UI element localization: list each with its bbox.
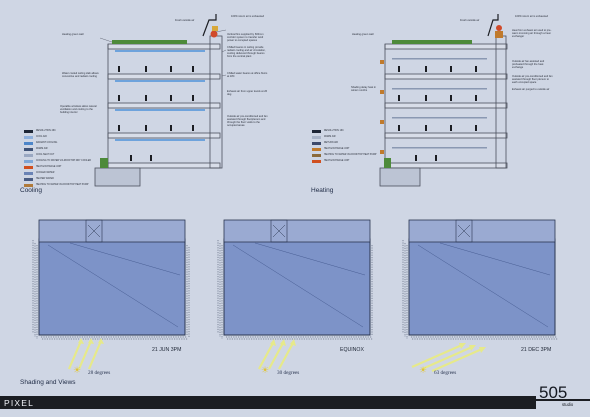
legend-swatch [24, 129, 33, 133]
legend-item: RETURN AIR [312, 140, 382, 146]
legend-label: HEATING TO WATER VIA ROOFTOP HEAT PUMP [36, 184, 89, 186]
heating-note-shading: Shading delay heat in winter months [351, 86, 376, 92]
legend-item: HEAT EXCHANGE UNIT [24, 164, 94, 170]
sun-angle-equinox: 30 degrees [277, 370, 300, 376]
studio-logo-number: 505 [539, 383, 568, 402]
sun-rays-june [67, 338, 104, 370]
title-bar-accent [536, 399, 590, 401]
cooling-note-green-wall: Heating green wall [62, 33, 84, 36]
legend-label: COOL SEAT OUT [36, 154, 55, 156]
sun-rays-december [411, 343, 486, 373]
legend-label: RADIANT COOLING [36, 142, 58, 144]
heating-note-green-wall: Heating green wall [352, 33, 374, 36]
legend-label: COOL AIR [36, 136, 47, 138]
legend-item: COOLED WATER [24, 170, 94, 176]
legend-swatch [312, 153, 321, 157]
legend-label: WARM AIR [36, 148, 48, 150]
heating-legend: RESOLUTION 16C WARM AIR RETURN AIR HEAT … [312, 128, 382, 164]
cooling-note-chilled-water: Chilled water beams at office floors at … [227, 72, 268, 78]
title-bar [0, 396, 536, 409]
legend-label: HEATING TO WATER VIA ROOFTOP HEAT PUMP [324, 154, 377, 156]
shading-title: Shading and Views [20, 379, 76, 386]
heating-note-fresh-air: Fresh outside air [460, 19, 480, 22]
legend-label: COOLING TO WATER VIA ROOFTOP DRY COOLER [36, 160, 91, 162]
plan-date-december: 21 DEC 3PM [521, 347, 552, 353]
legend-item: HEAT EXCHANGE UNIT [312, 146, 382, 152]
legend-swatch [312, 135, 321, 139]
sun-angle-june: 28 degrees [88, 370, 111, 376]
sun-icon: ☀ [73, 365, 82, 375]
legend-item: RESOLUTION 26C [24, 128, 94, 134]
legend-swatch [312, 141, 321, 145]
cooling-note-fresh-air: Fresh outside air [175, 19, 195, 22]
legend-item: WARM AIR [312, 134, 382, 140]
plan-date-june: 21 JUN 3PM [152, 347, 182, 353]
legend-item: HEATING TO WATER VIA ROOFTOP HEAT PUMP [24, 182, 94, 188]
legend-swatch [312, 147, 321, 151]
legend-swatch [24, 135, 33, 139]
legend-label: HEAT EXCHANGE UNIT [36, 166, 62, 168]
legend-swatch [24, 147, 33, 151]
legend-item: RESOLUTION 16C [312, 128, 382, 134]
heating-note-plenum: Outside air pre-conditioned and fan assi… [512, 75, 553, 84]
legend-item: HEAT EXCHANGE UNIT [312, 158, 382, 164]
legend-label: HEAT EXCHANGE UNIT [324, 160, 350, 162]
cooling-title: Cooling [20, 187, 43, 194]
legend-label: RESOLUTION 16C [324, 130, 344, 132]
cooling-note-return-air: 100% return air is exhausted [231, 15, 265, 18]
sun-rays-equinox [258, 339, 296, 370]
legend-label: HEATED WATER [36, 178, 54, 180]
legend-item: HEATING TO WATER VIA ROOFTOP HEAT PUMP [312, 152, 382, 158]
sun-icon: ☀ [419, 365, 428, 375]
legend-label: RESOLUTION 26C [36, 130, 56, 132]
sun-angle-december: 63 degrees [434, 370, 457, 376]
legend-item: COOLING TO WATER VIA ROOFTOP DRY COOLER [24, 158, 94, 164]
sun-icon: ☀ [261, 365, 270, 375]
plan-date-equinox: EQUINOX [340, 347, 364, 353]
legend-swatch [24, 183, 33, 187]
cooling-note-floorplenum: Outside air pre-conditioned and fan assi… [227, 115, 268, 127]
heating-section-drawing [379, 14, 508, 187]
cooling-note-ceiling-slab: Water cooled ceiling slab allows convect… [62, 72, 99, 78]
legend-label: WARM AIR [324, 136, 336, 138]
plan-june [32, 219, 190, 340]
heating-note-heat-recovery: Heat from exhaust air used to pre-warm i… [512, 29, 552, 38]
cooling-legend: RESOLUTION 26C COOL AIR RADIANT COOLING … [24, 128, 94, 188]
legend-swatch [312, 159, 321, 163]
legend-item: COOL SEAT OUT [24, 152, 94, 158]
cooling-note-chilled-beams: Chilled beams in ceiling provide radiant… [227, 46, 266, 58]
heating-note-exhaust: Exhaust air purged to outside air [512, 88, 550, 91]
plan-equinox [217, 219, 373, 340]
legend-swatch [24, 165, 33, 169]
plan-december [402, 219, 558, 340]
heating-title: Heating [311, 187, 334, 194]
sheet-title: PIXEL [4, 398, 35, 408]
heating-note-return-air: 100% return air is exhausted [515, 15, 549, 18]
studio-logo-sub: studio [562, 402, 574, 407]
legend-swatch [24, 153, 33, 157]
legend-swatch [312, 129, 321, 133]
legend-swatch [24, 141, 33, 145]
legend-label: COOLED WATER [36, 172, 55, 174]
legend-item: RADIANT COOLING [24, 140, 94, 146]
cooling-note-exhaust: Exhaust air from upper levels at 26 deg [227, 90, 268, 96]
legend-label: RETURN AIR [324, 142, 338, 144]
legend-item: WARM AIR [24, 146, 94, 152]
legend-swatch [24, 159, 33, 163]
cooling-section-drawing [94, 14, 227, 187]
legend-item: HEATED WATER [24, 176, 94, 182]
legend-item: COOL AIR [24, 134, 94, 140]
cooling-note-fins: Vertical fins supplied by 600mm corridor… [227, 33, 264, 42]
heating-note-preheated: Outside air fan assisted and preheated t… [512, 60, 545, 69]
cooling-note-windows: Operable windows allow natural ventilati… [60, 105, 97, 114]
legend-swatch [24, 177, 33, 181]
legend-swatch [24, 171, 33, 175]
legend-label: HEAT EXCHANGE UNIT [324, 148, 350, 150]
